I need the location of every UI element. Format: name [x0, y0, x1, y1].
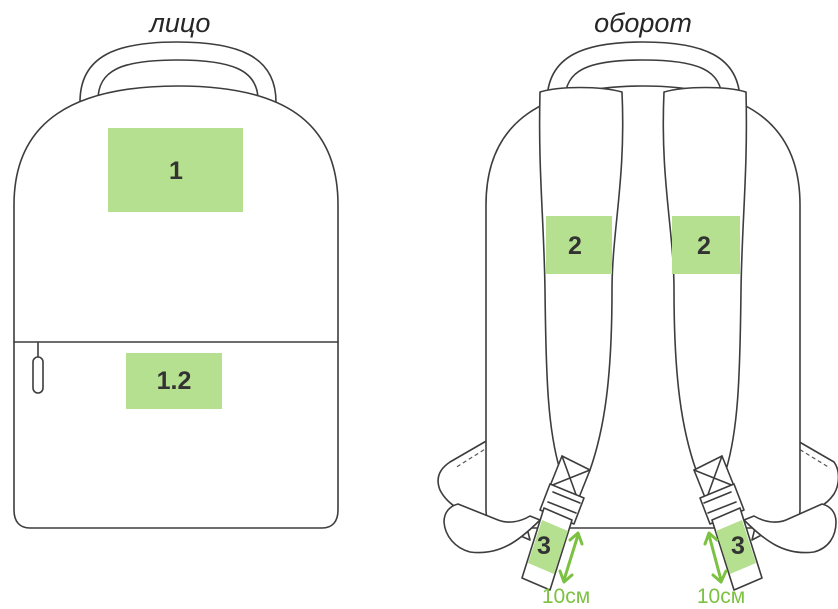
right-buckle-bars — [703, 491, 737, 514]
left-dimension-label: 10см — [542, 585, 590, 608]
print-zone-1-2-label: 1.2 — [157, 367, 192, 395]
back-view: оборот — [437, 8, 838, 608]
back-view-title: оборот — [594, 8, 692, 38]
front-body — [13, 85, 339, 529]
print-zone-3-right — [716, 520, 756, 574]
print-zone-2-left — [546, 216, 612, 274]
print-zone-2-right — [672, 216, 740, 274]
print-zone-3-left — [528, 520, 568, 574]
right-dimension-arrow — [703, 531, 728, 584]
print-zone-3-left-label: 3 — [537, 532, 551, 560]
right-strap-patch-cross — [693, 455, 735, 501]
print-zone-3-right-label: 3 — [731, 532, 745, 560]
left-strap-patch-cross — [549, 455, 591, 501]
right-dimension-label: 10см — [697, 585, 745, 608]
print-zone-2-right-label: 2 — [697, 232, 711, 260]
back-body — [485, 85, 801, 529]
left-buckle-bars — [547, 491, 581, 514]
front-view: лицо 1 1.2 — [13, 8, 339, 529]
print-zone-1 — [108, 128, 243, 212]
front-view-title: лицо — [148, 8, 211, 38]
print-zone-2-left-label: 2 — [568, 232, 582, 260]
print-zone-1-label: 1 — [169, 157, 183, 185]
left-dimension-arrow — [558, 531, 584, 584]
left-lower-strap — [443, 455, 591, 591]
left-strap-pad — [443, 503, 541, 554]
print-zone-1-2 — [126, 353, 222, 409]
zipper-pull-icon — [32, 356, 44, 394]
right-strap-pad — [743, 503, 837, 554]
left-shoulder-strap — [538, 86, 624, 471]
